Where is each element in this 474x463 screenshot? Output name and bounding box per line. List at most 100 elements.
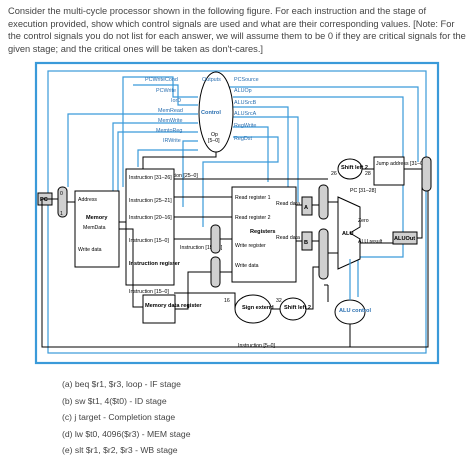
memtoreg-mux — [210, 256, 221, 288]
signal-memwrite: MemWrite — [158, 118, 182, 124]
regwrite-line — [233, 126, 269, 182]
instr-25-0-label: Instruction [25–0] — [158, 173, 198, 179]
part-b: (b) sw $t1, 4($t0) - ID stage — [62, 395, 167, 406]
signal-irwrite: IRWrite — [163, 138, 181, 144]
signal-iord: IorD — [171, 98, 181, 104]
control-outputs-label: Outputs — [202, 77, 221, 83]
part-c: (c) j target - Completion stage — [62, 412, 176, 422]
constant-four-wire — [324, 284, 329, 302]
jump-address-box — [373, 156, 405, 186]
alu-zero-label: Zero — [358, 218, 369, 224]
op-field-wire — [142, 152, 217, 169]
signal-aluop: ALUOp — [234, 88, 252, 94]
alu-result-label: ALU result — [358, 239, 383, 245]
control-signals-left: PCWriteCond PCWrite IorD MemRead MemWrit… — [145, 77, 183, 144]
alu-label: ALU — [342, 231, 354, 237]
memory-memdata-label: MemData — [83, 225, 106, 231]
reg-write-register: Write register — [235, 243, 266, 249]
aluout-label: ALUOut — [394, 236, 415, 242]
b-register-label: B — [304, 240, 308, 246]
signal-memread: MemRead — [158, 108, 183, 114]
control-signals-right: PCSource ALUOp ALUSrcB ALUSrcA RegWrite … — [234, 77, 259, 142]
mdr-title: Memory data register — [145, 303, 202, 309]
ir-field-25-21: Instruction [25–21] — [129, 198, 172, 204]
bits-16-label: 16 — [224, 298, 230, 304]
signal-memtoreg: MemtoReg — [156, 128, 182, 134]
instr-15-11-label: Instruction [15–11] — [180, 245, 223, 251]
part-e: (e) slt $r1, $r2, $r3 - WB stage — [62, 445, 178, 455]
memread-line — [112, 122, 198, 197]
signal-pcwrite: PCWrite — [156, 88, 176, 94]
sign-extend-label: Sign extend — [242, 305, 274, 311]
regdst-line — [202, 136, 279, 227]
memtoreg-line — [182, 140, 198, 207]
question-paragraph: Consider the multi-cycle processor shown… — [8, 6, 466, 54]
reg-read-register-1: Read register 1 — [235, 195, 271, 201]
question-text: Consider the multi-cycle processor shown… — [8, 5, 468, 55]
irwrite-line — [137, 149, 198, 167]
signal-alusrca: ALUSrcA — [234, 111, 257, 117]
a-register-label: A — [304, 205, 308, 211]
ir-field-15-0: Instruction [15–0] — [129, 238, 169, 244]
signal-pcwritecond: PCWriteCond — [145, 77, 178, 83]
aluop-line — [233, 96, 404, 297]
ir-to-registers-wires — [174, 196, 232, 240]
memory-writedata-label: Write data — [78, 247, 102, 253]
signal-regdst: RegDst — [234, 136, 252, 142]
instruction-register — [125, 168, 175, 286]
pcsource-mux — [421, 156, 432, 192]
mdr-to-writedata-wire — [175, 271, 232, 310]
inner-control-loop — [47, 70, 427, 354]
alusrcb-mux — [318, 228, 329, 280]
pcsource-line — [228, 86, 419, 162]
pc-to-memory-wire — [52, 198, 75, 203]
registers-title: Registers — [250, 229, 276, 235]
memdata-wires — [119, 221, 143, 308]
part-a: (a) beq $r1, $r3, loop - IF stage — [62, 379, 181, 389]
control-unit-label: Control — [201, 110, 221, 116]
iord-line — [67, 113, 198, 187]
memory-title: Memory — [86, 215, 108, 221]
instr-15-0-lower: Instruction [15–0] — [129, 289, 169, 295]
shift-left-2-label: Shift left 2 — [284, 305, 311, 311]
bits-32-label: 32 — [276, 298, 282, 304]
question-parts-list: (a) beq $r1, $r3, loop - IF stage (b) sw… — [62, 376, 462, 459]
multicycle-datapath-diagram: Outputs Control Op [5–0] PCWriteCond PCW… — [34, 61, 440, 365]
register-file — [231, 186, 297, 283]
memory-unit — [74, 190, 120, 268]
pc-loop-wire — [41, 191, 429, 348]
instr-5-0-label: Instruction [5–0] — [238, 343, 275, 349]
memwrite-line — [117, 131, 198, 197]
shift-left-2-top-label: Shift left 2 — [341, 165, 368, 171]
part-d: (d) lw $t0, 4096($r3) - MEM stage — [62, 428, 191, 439]
memory-data-register — [142, 294, 176, 324]
signal-alusrcb: ALUSrcB — [234, 100, 257, 106]
signal-regwrite: RegWrite — [234, 123, 256, 129]
a-register — [301, 196, 313, 216]
pcwrite-line — [133, 84, 198, 106]
reg-read-data-2: Read data 2 — [276, 235, 304, 241]
reg-write-data: Write data — [235, 263, 259, 269]
control-op-field-label: [5–0] — [208, 138, 220, 144]
ir-field-20-16: Instruction [20–16] — [129, 215, 172, 221]
ir-field-31-26: Instruction [31–26] — [129, 175, 172, 181]
control-op-label: Op — [211, 132, 218, 138]
pc-label: PC — [40, 197, 48, 203]
jump-address-label: Jump address [31–0] — [376, 161, 425, 167]
reg-read-register-2: Read register 2 — [235, 215, 271, 221]
iord-mux-0: 0 — [60, 191, 63, 197]
iord-mux-1: 1 — [60, 211, 63, 217]
alu-unit — [337, 196, 361, 270]
signal-pcsource: PCSource — [234, 77, 259, 83]
outer-control-loop — [34, 61, 440, 365]
alu-wires — [328, 182, 423, 254]
ir-title: Instruction register — [129, 261, 181, 267]
memory-address-label: Address — [78, 197, 97, 203]
alu-control-label: ALU control — [339, 308, 371, 314]
signext-wires — [174, 266, 319, 310]
reg-read-data-1: Read data 1 — [276, 201, 304, 207]
regdst-mux — [210, 224, 221, 254]
bits-26-label: 26 — [331, 171, 337, 177]
alusrca-mux — [318, 184, 329, 220]
alusrca-line — [233, 116, 299, 202]
